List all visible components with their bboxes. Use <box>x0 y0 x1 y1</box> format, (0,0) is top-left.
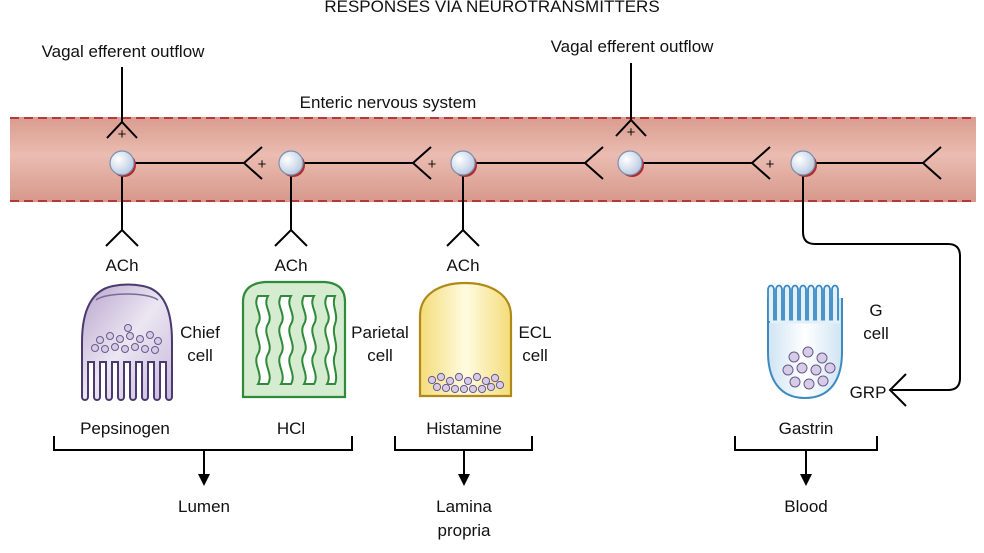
vagal-label-2: Vagal efferent outflow <box>551 37 715 56</box>
product-gastrin: Gastrin <box>779 419 834 438</box>
enteric-neurons <box>109 150 817 177</box>
ecl-cell-name-line2: cell <box>522 346 548 365</box>
g-cell-name-line2: cell <box>863 324 889 343</box>
vagal-input-1: Vagal efferent outflow + <box>42 42 206 143</box>
vagal-label-1: Vagal efferent outflow <box>42 42 206 61</box>
ach-label-2: ACh <box>274 256 307 275</box>
ecl-cell-illustration <box>418 281 513 398</box>
brackets <box>53 436 878 476</box>
enteric-axons <box>122 146 942 180</box>
synapse-plus-1: + <box>258 156 267 173</box>
product-hcl: HCl <box>277 419 305 438</box>
destination-lumen: Lumen <box>178 497 230 516</box>
figure-title: RESPONSES VIA NEUROTRANSMITTERS <box>324 0 659 16</box>
vagal-plus-1: + <box>118 126 127 143</box>
parietal-cell-illustration <box>241 280 347 399</box>
destination-lamina-line1: Lamina <box>436 497 492 516</box>
grp-label: GRP <box>850 383 887 402</box>
parietal-cell-name-line2: cell <box>367 346 393 365</box>
vagal-plus-2: + <box>627 124 636 141</box>
arrowheads <box>198 474 812 486</box>
enteric-band <box>10 117 976 202</box>
chief-cell-name-line2: cell <box>187 346 213 365</box>
destination-lamina-line2: propria <box>438 521 491 540</box>
ach-label-1: ACh <box>105 256 138 275</box>
chief-cell-name-line1: Chief <box>180 323 220 342</box>
destination-blood: Blood <box>784 497 827 516</box>
product-histamine: Histamine <box>426 419 502 438</box>
chief-cell-illustration <box>81 283 173 401</box>
g-cell-name-line1: G <box>869 301 882 320</box>
parietal-cell-name-line1: Parietal <box>351 323 409 342</box>
product-pepsinogen: Pepsinogen <box>80 419 170 438</box>
band-label: Enteric nervous system <box>300 93 477 112</box>
g-cell-illustration <box>767 284 843 400</box>
synapse-plus-3: + <box>766 156 775 173</box>
synapse-plus-2: + <box>428 156 437 173</box>
vagal-input-2: Vagal efferent outflow + <box>551 37 715 141</box>
ecl-cell-name-line1: ECL <box>518 323 551 342</box>
ach-label-3: ACh <box>446 256 479 275</box>
